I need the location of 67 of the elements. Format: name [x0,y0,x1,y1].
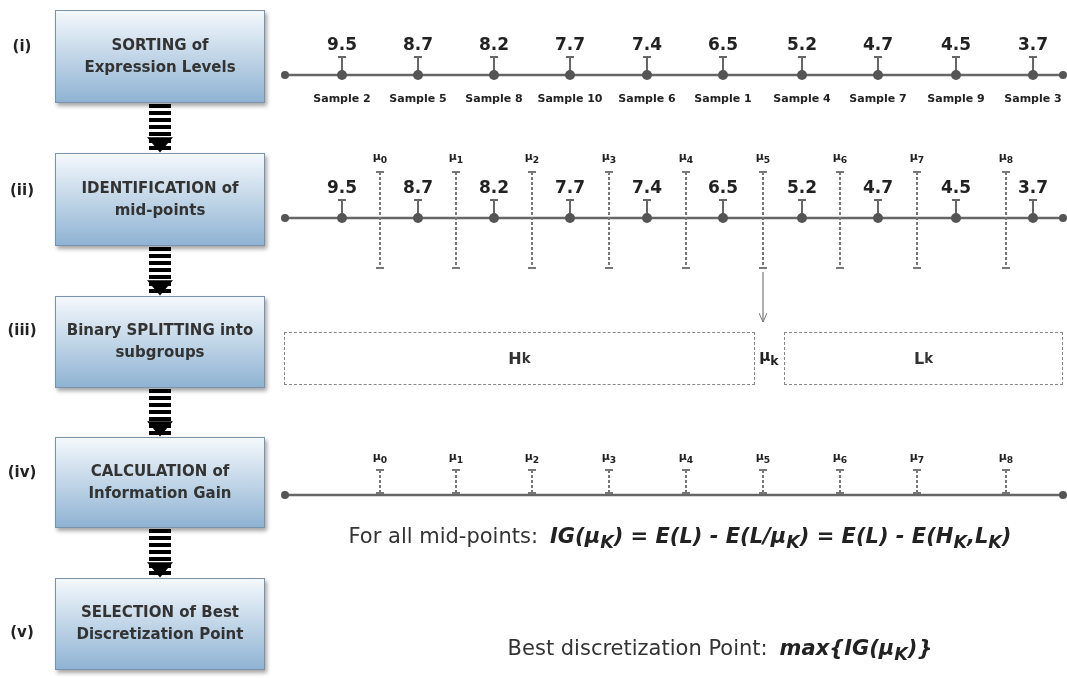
arrow [147,529,173,578]
value-label: 8.7 [402,34,434,54]
arrow [147,104,173,153]
process-box: IDENTIFICATION of mid-points [55,153,265,246]
midpoint-label: μ$_{0}$ [372,450,388,466]
sample-label: Sample 5 [389,92,447,105]
process-box: CALCULATION of Information Gain [55,437,265,528]
midpoint-label: μ$_{4}$ [678,450,694,466]
process-box: SELECTION of Best Discretization Point [55,578,265,670]
midpoint-label: μ$_{7}$ [909,150,925,166]
value-label: 4.5 [940,34,972,54]
value-label: 7.7 [554,34,586,54]
sample-label: Sample 6 [618,92,676,105]
value-label: 9.5 [326,34,358,54]
value-label: 6.5 [707,177,739,197]
value-label: 8.7 [402,177,434,197]
midpoint-label: μ$_{k}$ [759,347,779,368]
sample-label: Sample 2 [313,92,371,105]
midpoint-label: μ$_{0}$ [372,150,388,166]
midpoint-label: μ$_{5}$ [755,150,771,166]
sample-label: Sample 7 [849,92,907,105]
midpoint-label: μ$_{6}$ [832,450,848,466]
formula-text: For all mid-points: [348,524,538,548]
step-number: (iii) [7,321,37,339]
midpoint-label: μ$_{2}$ [524,150,540,166]
midpoint-label: μ$_{8}$ [998,150,1014,166]
arrow [147,247,173,296]
value-label: 5.2 [786,177,818,197]
value-label: 4.7 [862,177,894,197]
value-label: 7.4 [631,177,663,197]
formula-text: Best discretization Point: [507,636,768,660]
midpoint-label: μ$_{1}$ [448,150,464,166]
step-number: (iv) [7,463,37,481]
formula: IG(μ$_{K}$) = E(L) - E(L/μ$_{K}$) = E(L) - E(H$_{K}$,L$_{K}$) [550,524,1012,553]
sample-label: Sample 8 [465,92,523,105]
midpoint-label: μ$_{2}$ [524,450,540,466]
value-label: 6.5 [707,34,739,54]
formula: max{IG(μ$_{K}$)} [779,636,933,665]
sample-label: Sample 3 [1004,92,1062,105]
value-label: 4.7 [862,34,894,54]
sample-label: Sample 4 [773,92,831,105]
midpoint-label: μ$_{1}$ [448,450,464,466]
step-number: (i) [12,37,32,55]
value-label: 5.2 [786,34,818,54]
value-label: 9.5 [326,177,358,197]
sample-label: Sample 10 [537,92,603,105]
midpoint-label: μ$_{3}$ [601,150,617,166]
value-label: 8.2 [478,177,510,197]
midpoint-label: μ$_{6}$ [832,150,848,166]
value-label: 3.7 [1017,177,1049,197]
midpoint-label: μ$_{5}$ [755,450,771,466]
sample-label: Sample 9 [927,92,985,105]
process-box: SORTING of Expression Levels [55,10,265,103]
step-number: (ii) [10,181,34,199]
process-box: Binary SPLITTING into subgroups [55,296,265,388]
midpoint-label: μ$_{3}$ [601,450,617,466]
midpoint-label: μ$_{7}$ [909,450,925,466]
sample-label: Sample 1 [694,92,752,105]
value-label: 3.7 [1017,34,1049,54]
midpoint-label: μ$_{4}$ [678,150,694,166]
value-label: 7.4 [631,34,663,54]
step-number: (v) [10,623,34,641]
midpoint-label: μ$_{8}$ [998,450,1014,466]
arrow [147,389,173,437]
value-label: 7.7 [554,177,586,197]
value-label: 4.5 [940,177,972,197]
value-label: 8.2 [478,34,510,54]
